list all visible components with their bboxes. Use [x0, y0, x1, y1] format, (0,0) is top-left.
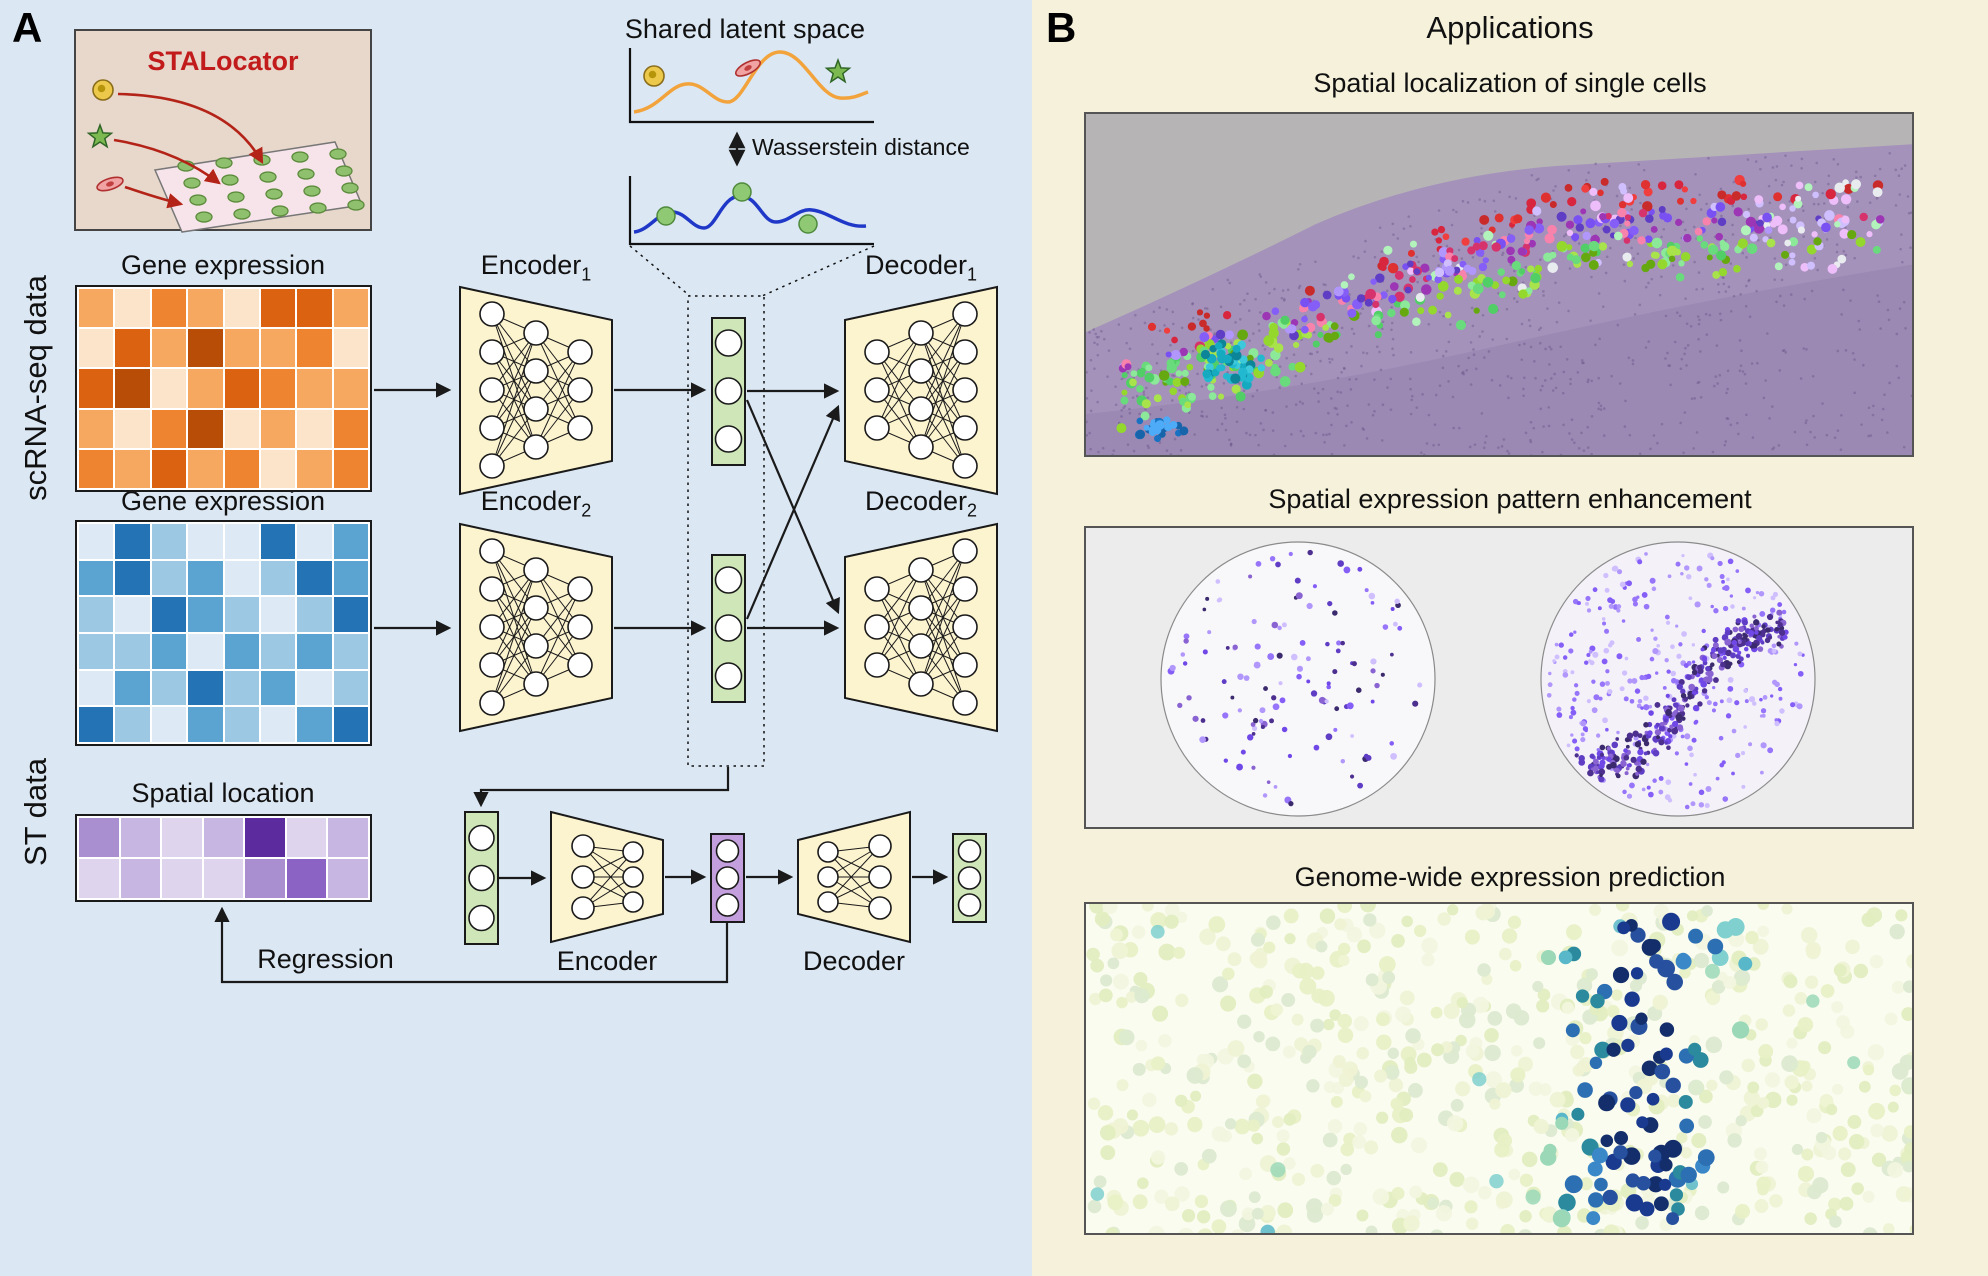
- st-spot-icon: [798, 214, 818, 234]
- bottom-encoder-label: Encoder: [556, 946, 658, 976]
- panel-b-applications: B Applications Spatial localization of s…: [1032, 0, 1988, 1276]
- application-2-title: Spatial expression pattern enhancement: [1268, 484, 1752, 514]
- yellow-cell-icon: [643, 65, 665, 87]
- scrna-latent-curve: [633, 50, 869, 114]
- st-spot-icon: [656, 206, 676, 226]
- encoder2-label: Encoder2: [480, 486, 592, 521]
- generated-network-shapes: [214, 285, 998, 984]
- mapping-arrow: [124, 185, 184, 209]
- bottom-decoder-label: Decoder: [802, 946, 906, 976]
- yellow-cell-icon: [92, 79, 114, 101]
- panel-a-model-overview: A STALocator Shared latent space Wassers…: [0, 0, 1032, 1276]
- model-architecture-diagram: [74, 29, 998, 984]
- regression-label: Regression: [257, 944, 394, 974]
- zoom-callout-line: [629, 245, 691, 297]
- stalocator-illustration: [74, 29, 372, 233]
- decoder2-label: Decoder2: [864, 486, 978, 521]
- st-spot-icon: [732, 182, 752, 202]
- scrna-latent-plot-axis: [628, 48, 874, 124]
- applications-title: Applications: [1426, 10, 1594, 45]
- application-1-title: Spatial localization of single cells: [1313, 68, 1707, 98]
- red-cell-icon: [732, 56, 764, 80]
- green-star-cell-icon: [825, 59, 851, 83]
- st-data-axis-label: ST data: [18, 758, 53, 867]
- encoder1-label: Encoder1: [480, 250, 592, 285]
- stalocator-title: STALocator: [147, 46, 299, 76]
- wasserstein-distance-label: Wasserstein distance: [752, 134, 970, 160]
- shared-latent-space-title: Shared latent space: [624, 14, 866, 44]
- scrna-gene-expression-heatmap: [75, 285, 372, 492]
- spatial-location-heatmap: [75, 814, 372, 902]
- panel-a-label: A: [12, 4, 43, 51]
- panel-b-label: B: [1046, 4, 1077, 51]
- mapping-arrow: [113, 138, 221, 185]
- decoder1-label: Decoder1: [864, 250, 978, 285]
- spatial-localization-figure: [1084, 112, 1914, 457]
- gene-expression-title-scrna: Gene expression: [120, 250, 326, 280]
- application-3-title: Genome-wide expression prediction: [1294, 862, 1726, 892]
- scrna-seq-data-axis-label: scRNA-seq data: [18, 275, 53, 501]
- st-gene-expression-heatmap: [75, 520, 372, 746]
- mapping-arrow: [117, 92, 264, 165]
- expression-prediction-figure: [1084, 902, 1914, 1235]
- shared-latent-space-plots: [628, 48, 875, 767]
- spatial-location-title: Spatial location: [131, 778, 315, 808]
- st-latent-plot-axis: [628, 176, 874, 246]
- expression-enhancement-figure: [1084, 526, 1914, 829]
